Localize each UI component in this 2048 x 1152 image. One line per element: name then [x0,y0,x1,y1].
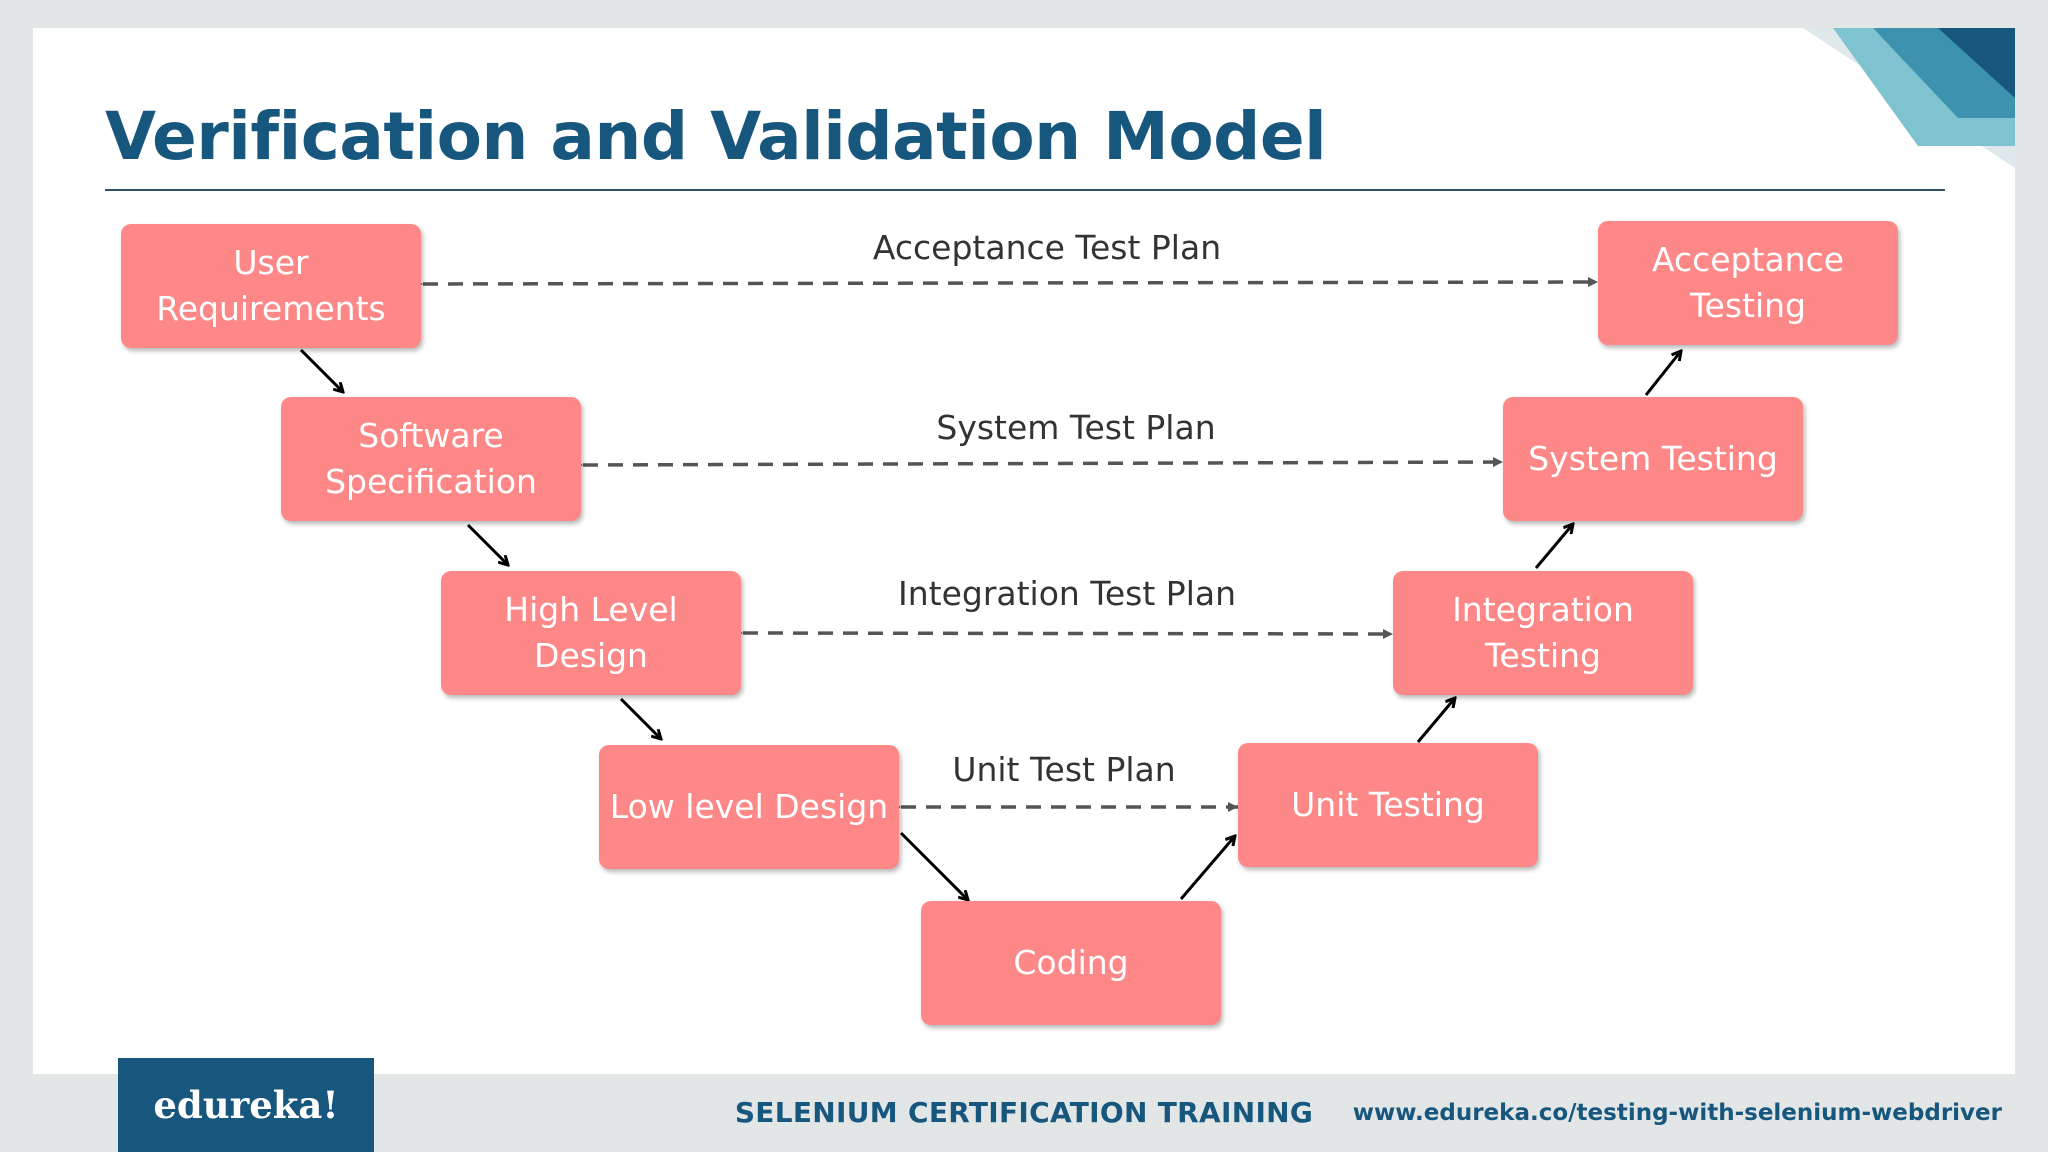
low-level-design-box: Low level Design [599,745,899,869]
software-specification-label: Software Specification [325,416,537,501]
v-model-diagram [299,277,2015,1074]
title-divider [105,189,1945,191]
unit-test-plan-label: Unit Test Plan [952,750,1176,789]
arrow-lld-to-coding [899,831,968,900]
arrow-specification-to-hld [466,523,508,565]
arrow-coding-to-unit [1179,836,1235,900]
integration-testing-label: Integration Testing [1452,590,1634,675]
acceptance-testing-label: Acceptance Testing [1651,240,1845,325]
acceptance-test-plan-label: Acceptance Test Plan [872,228,1222,267]
integration-plan-connector [732,627,1394,639]
high-level-design-label: High Level Design [504,590,678,675]
high-level-design-box: High Level Design [441,571,741,695]
arrow-system-to-acceptance [1644,351,1681,396]
system-testing-box: System Testing [1503,397,1803,521]
course-url: www.edureka.co/testing-with-selenium-web… [1352,1100,2002,1126]
low-level-design-label: Low level Design [609,787,889,826]
software-specification-box: Software Specification [281,397,581,521]
slide: Verification and Validation Model Accept… [33,28,2015,1074]
edureka-logo: edureka! [118,1058,374,1152]
system-testing-label: System Testing [1528,439,1778,478]
user-requirements-box: User Requirements [121,224,421,348]
unit-testing-label: Unit Testing [1291,785,1485,824]
system-test-plan-label: System Test Plan [936,408,1216,447]
user-requirements-label: User Requirements [156,243,386,328]
coding-box: Coding [921,901,1221,1025]
arrow-unit-to-integration [1416,698,1455,743]
integration-testing-box: Integration Testing [1393,571,1693,695]
logo-text: edureka! [153,1083,339,1127]
arrow-integration-to-system [1534,524,1573,569]
coding-label: Coding [1013,943,1129,982]
system-plan-connector [572,457,1504,471]
acceptance-plan-connector [412,277,1599,290]
unit-testing-box: Unit Testing [1238,743,1538,867]
page-title: Verification and Validation Model [105,98,1327,175]
integration-test-plan-label: Integration Test Plan [897,574,1237,613]
arrow-requirements-to-specification [299,348,343,392]
arrow-hld-to-lld [619,697,661,739]
course-title: SELENIUM CERTIFICATION TRAINING [734,1096,1314,1129]
acceptance-testing-box: Acceptance Testing [1598,221,1898,345]
